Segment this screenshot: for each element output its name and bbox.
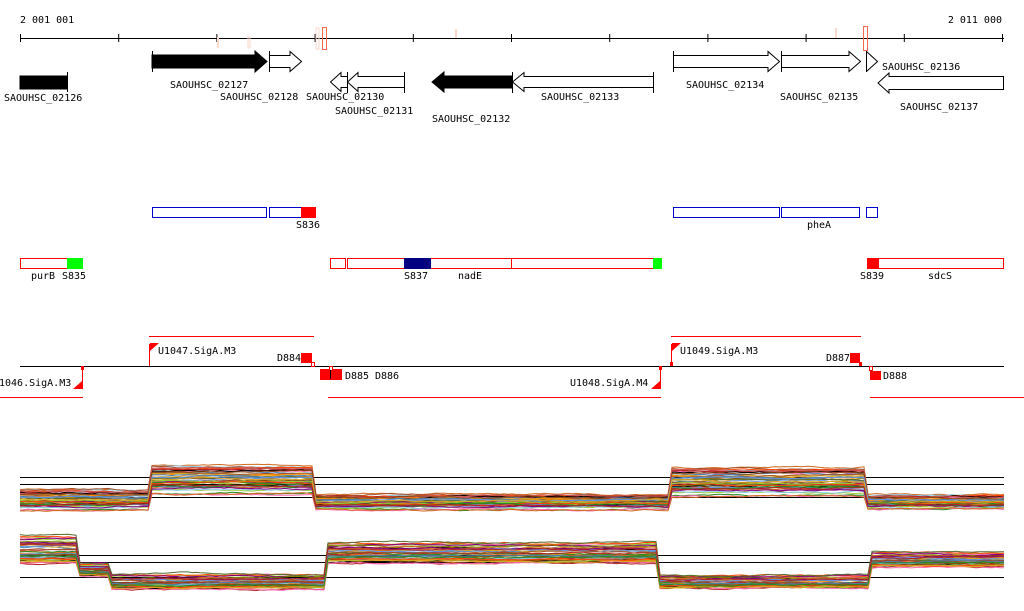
promoter-flag[interactable] — [651, 381, 660, 389]
operon[interactable] — [152, 207, 267, 218]
operon[interactable] — [866, 207, 878, 218]
gene-SAOUHSC_02137[interactable]: SAOUHSC_02137 — [877, 71, 1004, 113]
gene-SAOUHSC_02130[interactable]: SAOUHSC_02130 — [306, 71, 384, 104]
expression-trace — [19, 554, 1005, 588]
promoter-flag[interactable] — [73, 381, 82, 389]
expression-trace — [19, 537, 1005, 579]
operon-label: nadE — [458, 271, 482, 282]
terminator-label: D888 — [883, 371, 907, 382]
operon-label: S839 — [860, 271, 884, 282]
terminator-label: D885 — [345, 371, 369, 382]
gene-label: SAOUHSC_02131 — [335, 106, 413, 117]
expression-trace — [19, 484, 1005, 507]
promoter-label: U1047.SigA.M3 — [158, 346, 236, 357]
gene-label: SAOUHSC_02128 — [220, 92, 298, 103]
gene-SAOUHSC_02127[interactable]: SAOUHSC_02127 — [151, 49, 268, 91]
expression-trace — [19, 466, 1005, 499]
gene-SAOUHSC_02131[interactable]: SAOUHSC_02131 — [335, 71, 413, 117]
operon-label: S835 — [62, 271, 86, 282]
gene-SAOUHSC_02132[interactable]: SAOUHSC_02132 — [431, 70, 513, 125]
gene-SAOUHSC_02128[interactable]: SAOUHSC_02128 — [220, 50, 303, 103]
promoter-label: U1049.SigA.M3 — [680, 346, 758, 357]
operon-label: S837 — [404, 271, 428, 282]
expression-trace — [19, 484, 1005, 508]
gene-track: SAOUHSC_02126 SAOUHSC_02127 SAOUHSC_0212… — [4, 49, 1004, 125]
ruler: 2 001 001 2 011 000 — [20, 15, 1004, 51]
expression-trace — [19, 476, 1005, 504]
operon[interactable] — [867, 258, 1004, 269]
terminator[interactable] — [870, 371, 881, 380]
gene-label: SAOUHSC_02135 — [780, 92, 858, 103]
operon-label: pheA — [807, 220, 831, 231]
gene-label: SAOUHSC_02126 — [4, 93, 82, 104]
expression-trace — [19, 488, 1005, 510]
terminator-label: D886 — [375, 371, 399, 382]
gene-label: SAOUHSC_02136 — [882, 62, 960, 73]
operon-label: sdcS — [928, 271, 952, 282]
operon-marker — [404, 258, 431, 269]
operon-marker — [301, 207, 316, 218]
expression-trace — [19, 544, 1005, 582]
ruler-marker — [863, 26, 868, 51]
promoter-label: 1046.SigA.M3 — [0, 378, 71, 389]
operon-label: purB — [31, 271, 55, 282]
gene-SAOUHSC_02135[interactable]: SAOUHSC_02135 — [780, 50, 862, 103]
ruler-marker — [247, 36, 251, 49]
expression-trace — [19, 492, 1005, 512]
expression-trace — [19, 533, 1004, 578]
gene-SAOUHSC_02133[interactable]: SAOUHSC_02133 — [511, 71, 654, 103]
promoter-flag[interactable] — [672, 343, 681, 351]
operon[interactable] — [673, 207, 780, 218]
expression-trace — [19, 469, 1004, 500]
operon[interactable] — [347, 258, 654, 269]
terminator[interactable] — [301, 353, 312, 363]
ruler-marker — [455, 29, 457, 38]
terminator-label: D887 — [826, 353, 850, 364]
terminator-label: D884 — [277, 353, 301, 364]
promoter-flag[interactable] — [150, 343, 159, 351]
gene-label: SAOUHSC_02134 — [686, 80, 764, 91]
operon-track-blue: S836 pheA — [152, 207, 878, 231]
expression-trace — [19, 472, 1005, 501]
operon-track-red: purB S835 S837 nadE S839 sdcS — [20, 258, 1004, 282]
expression-plot-reverse — [19, 533, 1005, 592]
gene-SAOUHSC_02126[interactable]: SAOUHSC_02126 — [4, 72, 82, 104]
operon[interactable] — [781, 207, 860, 218]
expression-trace — [19, 543, 1005, 582]
promoter-label: U1048.SigA.M4 — [570, 378, 648, 389]
gene-label: SAOUHSC_02133 — [541, 92, 619, 103]
operon-label: S836 — [296, 220, 320, 231]
operon[interactable] — [330, 258, 346, 269]
gene-SAOUHSC_02134[interactable]: SAOUHSC_02134 — [673, 50, 781, 91]
gene-label: SAOUHSC_02137 — [900, 102, 978, 113]
terminator[interactable] — [850, 353, 860, 363]
ruler-marker — [315, 27, 320, 50]
operon-marker — [867, 258, 879, 269]
ruler-marker — [322, 27, 327, 50]
expression-trace — [19, 488, 1005, 510]
ruler-start-label: 2 001 001 — [20, 15, 74, 26]
expression-plot-forward — [19, 463, 1005, 512]
gene-SAOUHSC_02136[interactable]: SAOUHSC_02136 — [866, 51, 961, 73]
expression-trace — [19, 480, 1005, 507]
ruler-marker — [835, 28, 837, 38]
ruler-marker — [217, 37, 219, 48]
gene-label: SAOUHSC_02132 — [432, 114, 510, 125]
gene-label: SAOUHSC_02130 — [306, 92, 384, 103]
expression-trace — [19, 463, 1005, 497]
operon-marker — [67, 258, 83, 269]
expression-trace — [19, 466, 1005, 499]
expression-trace — [19, 552, 1005, 586]
operon-marker — [653, 258, 662, 269]
gene-label: SAOUHSC_02127 — [170, 80, 248, 91]
expression-trace — [19, 559, 1005, 590]
promoter-track: 1046.SigA.M3 U1047.SigA.M3 D884 D885 D88… — [0, 336, 1024, 398]
expression-trace — [19, 479, 1005, 505]
ruler-end-label: 2 011 000 — [948, 15, 1002, 26]
